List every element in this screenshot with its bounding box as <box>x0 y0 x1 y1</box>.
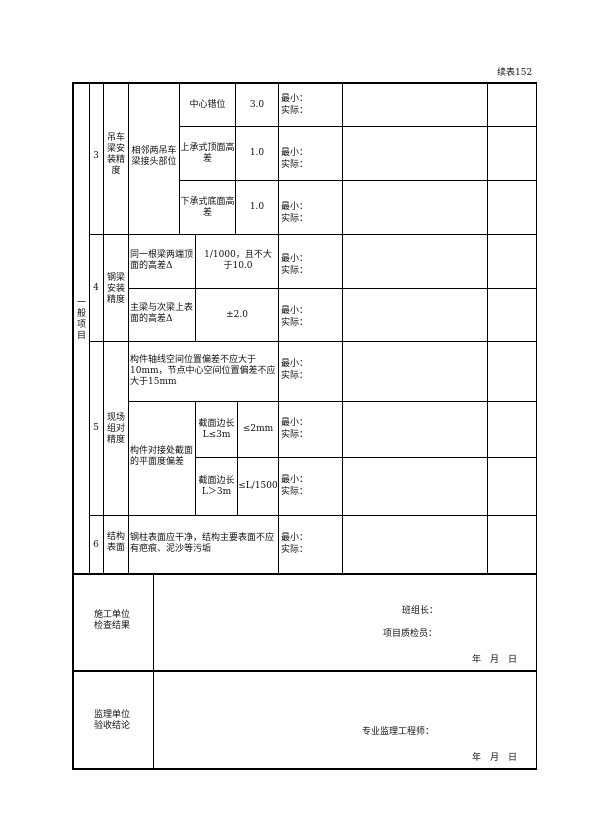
row-line <box>72 573 537 575</box>
row-label: 中心错位 <box>189 99 226 110</box>
row-line <box>72 670 537 672</box>
measure-actual: 实际： <box>281 318 309 328</box>
row-line <box>128 401 537 402</box>
row-label: 上承式顶面高差 <box>180 142 235 164</box>
col-line <box>89 82 90 573</box>
row-label: 下承式底面高差 <box>180 196 235 218</box>
supervision-unit-label: 监理单位验收结论 <box>93 710 130 731</box>
col-line <box>195 234 196 341</box>
col-line <box>195 401 196 515</box>
item-name: 钢梁安装精度 <box>106 272 125 305</box>
item-name: 结构表面 <box>106 532 125 553</box>
row-line <box>89 234 537 235</box>
measure-actual: 实际： <box>281 371 309 381</box>
col-line <box>153 573 154 770</box>
row-label: 钢柱表面应干净，结构主要表面不应有疤痕、泥沙等污垢 <box>130 533 275 554</box>
item-no: 4 <box>93 282 99 293</box>
construction-date-label: 年 月 日 <box>472 655 518 665</box>
col-line <box>128 82 129 573</box>
item-no: 6 <box>93 539 99 550</box>
col-line <box>179 82 180 234</box>
row-line <box>195 457 537 458</box>
item-no: 5 <box>93 422 99 433</box>
row-tolerance: 3.0 <box>249 99 265 110</box>
row-line <box>179 126 537 127</box>
measure-min: 最小： <box>281 418 309 428</box>
measure-actual: 实际： <box>281 545 309 555</box>
item-group-label: 构件对接处截面的平面度偏差 <box>130 446 194 467</box>
item-name: 吊车梁安装精度 <box>106 133 125 176</box>
row-label: 构件轴线空间位置偏差不应大于10mm，节点中心空间位置偏差不应大于15mm <box>130 354 276 387</box>
measure-min: 最小： <box>281 359 309 369</box>
table-top-border <box>72 82 537 84</box>
quality-inspector-label: 项目质检员： <box>383 629 438 639</box>
measure-min: 最小： <box>281 306 309 316</box>
col-line <box>235 82 236 234</box>
row-tolerance: 1.0 <box>249 202 265 212</box>
measure-min: 最小： <box>281 202 309 212</box>
subrow-tolerance: ≤2mm <box>242 424 274 434</box>
supervision-date-label: 年 月 日 <box>472 753 518 763</box>
col-line <box>278 82 279 573</box>
measure-actual: 实际： <box>281 160 309 170</box>
row-tolerance: 1.0 <box>249 148 265 158</box>
measure-min: 最小： <box>281 148 309 158</box>
subrow-label: 截面边长L＞3m <box>198 476 235 497</box>
measure-actual: 实际： <box>281 106 309 116</box>
table-bottom-border <box>72 768 537 770</box>
row-line <box>179 180 537 181</box>
row-line <box>89 515 537 516</box>
col-line <box>103 82 104 573</box>
row-line <box>128 288 537 289</box>
measure-actual: 实际： <box>281 214 309 224</box>
subrow-tolerance: ≤L/1500 <box>238 481 278 491</box>
row-line <box>89 341 537 342</box>
table-left-border <box>72 82 74 770</box>
team-leader-label: 班组长： <box>402 606 439 616</box>
subrow-label: 截面边长L≤3m <box>198 419 235 440</box>
col-line <box>487 82 488 573</box>
item-group-label: 相邻两吊车梁接头部位 <box>131 146 177 167</box>
supervising-engineer-label: 专业监理工程师： <box>362 727 435 737</box>
construction-unit-label: 施工单位检查结果 <box>93 610 130 631</box>
measure-actual: 实际： <box>281 266 309 276</box>
item-no: 3 <box>93 150 99 161</box>
measure-min: 最小： <box>281 254 309 264</box>
measure-actual: 实际： <box>281 487 309 497</box>
measure-actual: 实际： <box>281 430 309 440</box>
col-line <box>342 82 343 573</box>
measure-min: 最小： <box>281 533 309 543</box>
row-label: 同一根梁两端顶面的高差Δ <box>130 250 194 271</box>
continuation-label: 续表152 <box>497 68 533 78</box>
measure-min: 最小： <box>281 94 309 104</box>
item-name: 现场组对精度 <box>106 412 125 445</box>
measure-min: 最小： <box>281 475 309 485</box>
row-tolerance: 1/1000，且不大于10.0 <box>204 250 272 271</box>
row-tolerance: ±2.0 <box>226 309 248 320</box>
col-line <box>237 401 238 515</box>
row-label: 主梁与次梁上表面的高差Δ <box>130 303 194 324</box>
category-label: 一般项目 <box>76 298 86 341</box>
table-right-border <box>536 82 537 770</box>
